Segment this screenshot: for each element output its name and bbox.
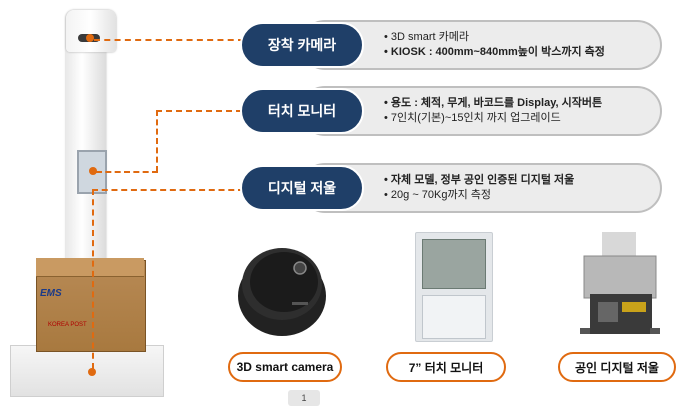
page-number: 1 (288, 390, 320, 406)
kiosk-head (66, 10, 116, 52)
feature-camera-line-1: 3D smart 카메라 (390, 31, 469, 43)
connector-dot-monitor (89, 167, 97, 175)
feature-scale-line-2: 20g ~ 70Kg까지 측정 (390, 189, 492, 201)
parcel-sub: KOREA POST (48, 322, 87, 328)
caption-camera: 3D smart camera (228, 352, 342, 382)
feature-camera-lines: • 3D smart 카메라 • KIOSK : 400mm~840mm높이 박… (384, 31, 605, 58)
caption-monitor: 7” 터치 모니터 (386, 352, 506, 382)
parcel-box-top (36, 258, 144, 277)
feature-camera-title: 장착 카메라 (240, 22, 364, 68)
kiosk-base (10, 345, 164, 397)
feature-monitor-line-2: 7인치(기본)~15인치 까지 업그레이드 (390, 112, 561, 124)
monitor-display (422, 239, 486, 289)
camera-icon (238, 248, 326, 336)
monitor-icon (415, 232, 493, 342)
feature-monitor-title: 터치 모니터 (240, 88, 364, 134)
connector-camera (94, 39, 244, 41)
caption-scale: 공인 디지털 저울 (558, 352, 676, 382)
connector-monitor-h2 (96, 171, 158, 173)
feature-scale-title: 디지털 저울 (240, 165, 364, 211)
parcel-brand: EMS (40, 288, 62, 299)
connector-scale-v (92, 189, 94, 369)
feature-monitor-lines: • 용도 : 체적, 무게, 바코드를 Display, 시작버튼 • 7인치(… (384, 97, 603, 124)
connector-monitor-h1 (156, 110, 242, 112)
connector-dot-scale (88, 368, 96, 376)
kiosk-pole (66, 12, 106, 262)
connector-monitor-v (156, 110, 158, 172)
feature-scale-line-1: 자체 모델, 정부 공인 인증된 디지털 저울 (390, 174, 575, 186)
feature-monitor-line-1: 용도 : 체적, 무게, 바코드를 Display, 시작버튼 (390, 97, 603, 109)
connector-dot-camera (86, 34, 94, 42)
feature-scale-lines: • 자체 모델, 정부 공인 인증된 디지털 저울 • 20g ~ 70Kg까지… (384, 174, 575, 201)
connector-scale-h (92, 189, 244, 191)
monitor-panel (422, 295, 486, 339)
feature-camera-line-2: KIOSK : 400mm~840mm높이 박스까지 측정 (390, 46, 605, 58)
scale-icon (580, 232, 660, 334)
